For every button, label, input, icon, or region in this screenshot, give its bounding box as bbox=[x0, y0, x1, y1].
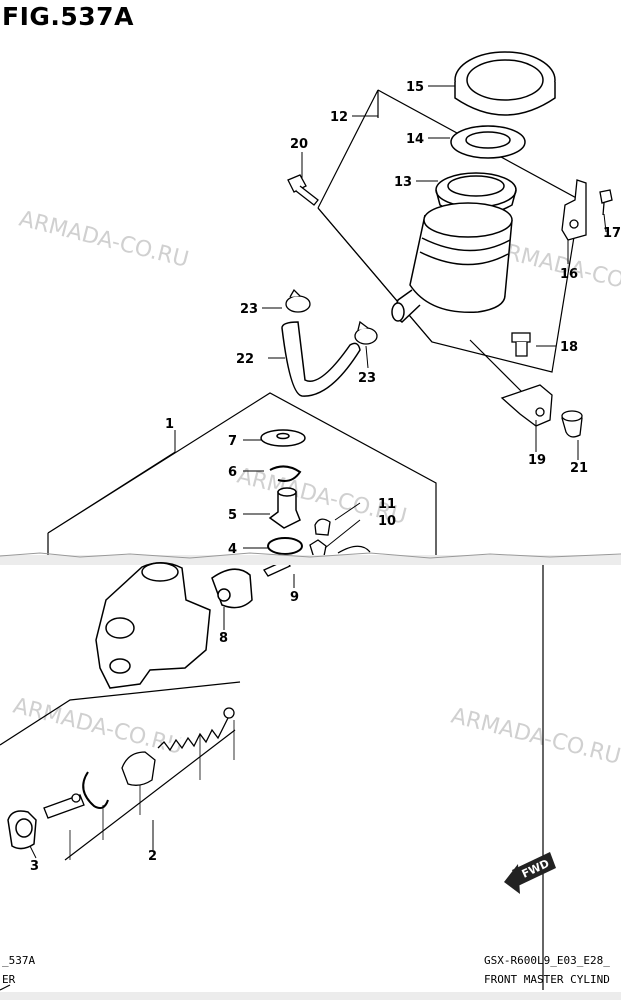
callout-23-lower: 23 bbox=[358, 371, 376, 386]
hose-22 bbox=[281, 321, 361, 397]
piston-assembly-2 bbox=[121, 707, 235, 786]
callout-5: 5 bbox=[228, 508, 237, 523]
callout-19: 19 bbox=[528, 453, 546, 468]
bracket-19 bbox=[500, 384, 553, 427]
circlip-6 bbox=[269, 465, 302, 482]
callout-7: 7 bbox=[228, 434, 237, 449]
callout-14: 14 bbox=[406, 132, 424, 147]
callout-17: 17 bbox=[603, 226, 621, 241]
torn-edge bbox=[0, 552, 621, 559]
callouts: 15 12 14 20 13 17 16 23 18 22 23 1 7 19 … bbox=[30, 80, 621, 874]
cylinder-group-outline bbox=[47, 392, 437, 557]
bolt-20 bbox=[287, 174, 319, 206]
watermark-text: ARMADA-CO.RU bbox=[17, 207, 191, 273]
callout-20: 20 bbox=[290, 137, 308, 152]
cylinder-group-outline-lower bbox=[0, 681, 241, 991]
bracket-8 bbox=[211, 568, 253, 609]
diaphragm bbox=[435, 172, 517, 216]
bolt-18 bbox=[511, 332, 531, 357]
part-edge bbox=[337, 545, 371, 554]
cap-11 bbox=[314, 518, 331, 536]
callout-16: 16 bbox=[560, 267, 578, 282]
figure-title: FIG.537A bbox=[2, 2, 134, 31]
o-ring-4 bbox=[267, 537, 303, 555]
callout-10: 10 bbox=[378, 514, 396, 529]
leader-lines bbox=[29, 85, 607, 859]
callout-15: 15 bbox=[406, 80, 424, 95]
watermarks: ARMADA-CO.RU ARMADA-CO.RU ARMADA-CO.RU A… bbox=[11, 207, 621, 770]
torn-band bbox=[0, 555, 621, 565]
bottom-torn-band bbox=[0, 992, 621, 1000]
bracket-16 bbox=[561, 179, 587, 241]
callout-13: 13 bbox=[394, 175, 412, 190]
callout-1: 1 bbox=[165, 417, 174, 432]
circlip-lower bbox=[82, 771, 109, 809]
footer-right-name: FRONT MASTER CYLIND bbox=[484, 973, 610, 986]
diaphragm-plate bbox=[450, 125, 526, 159]
callout-2: 2 bbox=[148, 849, 157, 864]
push-rod bbox=[43, 793, 85, 819]
callout-8: 8 bbox=[219, 631, 228, 646]
callout-21: 21 bbox=[570, 461, 588, 476]
connector-5 bbox=[268, 487, 301, 529]
callout-3: 3 bbox=[30, 859, 39, 874]
hose-clamp-upper bbox=[285, 288, 311, 313]
guide-lines bbox=[69, 720, 235, 860]
footer-left-name: ER bbox=[2, 973, 16, 986]
bolt-17 bbox=[599, 189, 613, 216]
callout-22: 22 bbox=[236, 352, 254, 367]
callout-11: 11 bbox=[378, 497, 396, 512]
master-cylinder-body bbox=[95, 562, 211, 689]
callout-4: 4 bbox=[228, 542, 237, 557]
callout-23-upper: 23 bbox=[240, 302, 258, 317]
watermark-text: ARMADA-CO.RU bbox=[11, 694, 185, 760]
boot-3 bbox=[7, 810, 37, 850]
callout-18: 18 bbox=[560, 340, 578, 355]
spring bbox=[157, 717, 229, 752]
hose-clamp-lower bbox=[354, 320, 378, 345]
footer-left-code: _537A bbox=[2, 954, 36, 967]
grommet-21 bbox=[561, 410, 583, 438]
watermark-text: ARMADA-CO.RU bbox=[449, 704, 621, 770]
callout-9: 9 bbox=[290, 590, 299, 605]
callout-12: 12 bbox=[330, 110, 348, 125]
fwd-badge: FWD bbox=[504, 852, 556, 894]
callout-6: 6 bbox=[228, 465, 237, 480]
reservoir-tank bbox=[391, 202, 513, 323]
footer-right-code: GSX-R600L9_E03_E28_ bbox=[484, 954, 610, 967]
reservoir-cap bbox=[454, 51, 556, 116]
cap-plate-7 bbox=[260, 429, 306, 447]
